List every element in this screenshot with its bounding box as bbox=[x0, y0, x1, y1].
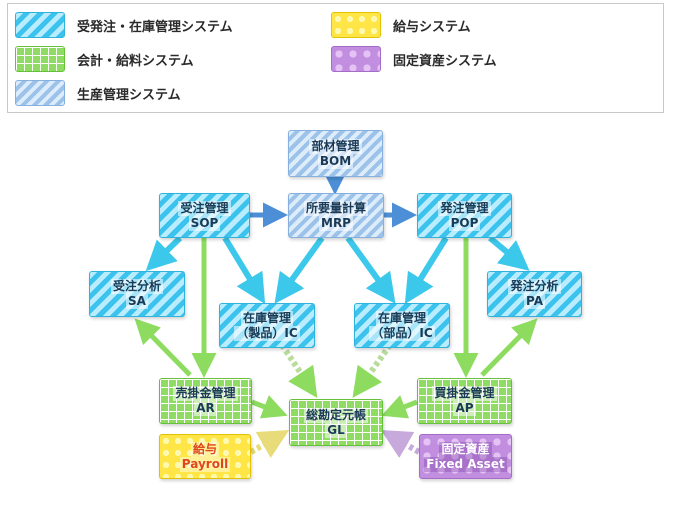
edge-sop-ic-product bbox=[222, 236, 266, 305]
node-sop: 受注管理 SOP bbox=[159, 193, 250, 238]
node-sop-code: SOP bbox=[188, 215, 221, 231]
node-pop: 発注管理 POP bbox=[417, 193, 512, 238]
node-payroll-name: 給与 bbox=[190, 441, 219, 457]
edge-ar-sa bbox=[134, 318, 192, 377]
edge-ap-gl bbox=[381, 395, 418, 419]
node-ap-name: 買掛金管理 bbox=[432, 386, 497, 401]
edge-mrp-ic-parts bbox=[345, 236, 396, 304]
node-pa-code: PA bbox=[524, 294, 545, 309]
node-pop-name: 発注管理 bbox=[438, 200, 491, 216]
node-ic-parts-name: 在庫管理 bbox=[375, 310, 428, 326]
node-pa: 発注分析 PA bbox=[487, 271, 582, 317]
edge-pop-ic-parts bbox=[404, 236, 449, 305]
node-bom: 部材管理 BOM bbox=[288, 130, 383, 177]
edge-ap-pa bbox=[480, 318, 538, 377]
legend-swatch-production bbox=[15, 80, 65, 106]
node-mrp-code: MRP bbox=[319, 215, 353, 231]
node-pa-name: 発注分析 bbox=[508, 279, 561, 294]
node-sa-name: 受注分析 bbox=[110, 279, 163, 294]
edge-payroll-gl bbox=[249, 430, 290, 458]
node-ic-product-name: 在庫管理 bbox=[240, 310, 293, 326]
node-ar-code: AR bbox=[194, 401, 217, 416]
node-gl-code: GL bbox=[325, 422, 347, 438]
legend-swatch-assets bbox=[331, 46, 381, 72]
node-gl: 総勘定元帳 GL bbox=[289, 399, 383, 446]
legend-label-assets: 固定資産システム bbox=[393, 54, 497, 69]
node-fixed-asset-code: Fixed Asset bbox=[424, 456, 507, 472]
node-mrp: 所要量計算 MRP bbox=[288, 193, 384, 238]
node-gl-name: 総勘定元帳 bbox=[303, 407, 368, 423]
legend-label-payroll: 給与システム bbox=[393, 20, 471, 35]
node-mrp-name: 所要量計算 bbox=[303, 200, 368, 216]
node-payroll-code: Payroll bbox=[179, 456, 231, 472]
legend-swatch-accounting bbox=[15, 46, 65, 72]
legend-label-order: 受発注・在庫管理システム bbox=[77, 20, 233, 35]
node-ar-name: 売掛金管理 bbox=[173, 386, 238, 401]
legend: 受発注・在庫管理システム 会計・給料システム 生産管理システム 給与システム 固… bbox=[7, 3, 664, 113]
edge-ic-parts-gl bbox=[352, 343, 393, 398]
node-bom-name: 部材管理 bbox=[309, 138, 362, 154]
node-ic-parts-code: （部品）IC bbox=[369, 325, 435, 341]
legend-label-accounting: 会計・給料システム bbox=[77, 54, 194, 69]
node-fixed-asset-name: 固定資産 bbox=[439, 441, 492, 457]
node-payroll: 給与 Payroll bbox=[159, 434, 251, 479]
node-ic-parts: 在庫管理 （部品）IC bbox=[354, 303, 450, 348]
node-sa: 受注分析 SA bbox=[89, 271, 185, 317]
edge-asset-gl bbox=[380, 430, 421, 458]
node-bom-code: BOM bbox=[317, 153, 354, 169]
node-sa-code: SA bbox=[126, 294, 148, 309]
legend-swatch-payroll bbox=[331, 12, 381, 38]
edge-pop-pa bbox=[488, 235, 530, 271]
legend-label-production: 生産管理システム bbox=[77, 88, 181, 103]
legend-swatch-order bbox=[15, 12, 65, 38]
edge-ic-product-gl bbox=[279, 343, 318, 398]
node-fixed-asset: 固定資産 Fixed Asset bbox=[419, 434, 512, 479]
node-ic-product: 在庫管理 （製品）IC bbox=[219, 303, 315, 348]
node-pop-code: POP bbox=[448, 215, 481, 231]
edge-ar-gl bbox=[251, 395, 288, 419]
edge-sop-sa bbox=[145, 235, 183, 272]
node-ar: 売掛金管理 AR bbox=[159, 378, 252, 424]
edge-mrp-ic-product bbox=[274, 236, 325, 304]
node-ap: 買掛金管理 AP bbox=[417, 378, 512, 424]
node-ic-product-code: （製品）IC bbox=[234, 325, 300, 341]
node-sop-name: 受注管理 bbox=[178, 200, 231, 216]
node-ap-code: AP bbox=[453, 401, 476, 416]
